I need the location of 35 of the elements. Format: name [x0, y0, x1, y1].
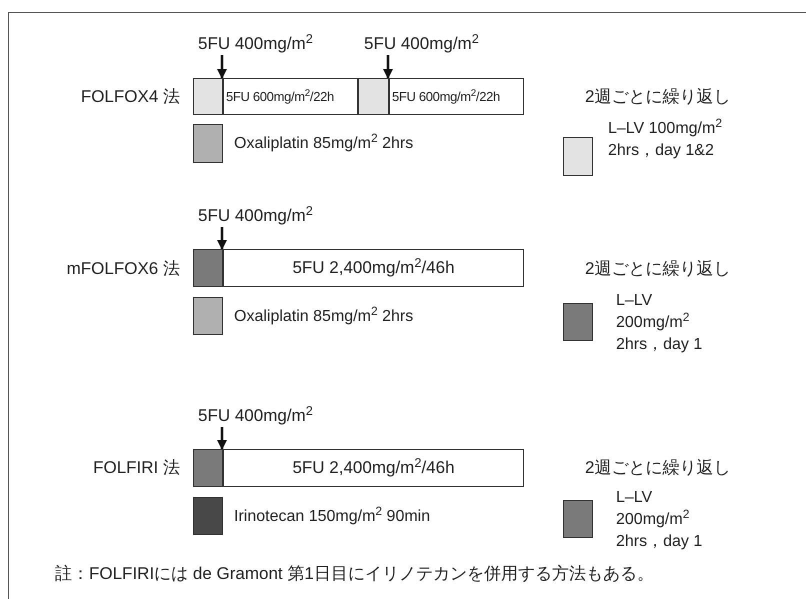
note-text: 2週ごとに繰り返し: [585, 258, 732, 280]
note-text: 註：FOLFIRIには de Gramont 第1日目にイリノテカンを併用する方法もある。: [55, 563, 655, 585]
drug-dose-text: L–LV 200mg/m$^{2}$ 2hrs，day 1: [616, 291, 704, 355]
drug-dose-text: Oxaliplatin 85mg/m$^{2}$ 2hrs: [234, 133, 414, 154]
dose-swatch-box: [193, 297, 223, 335]
drug-dose-text: L–LV 200mg/m$^{2}$ 2hrs，day 1: [616, 488, 704, 552]
arrow: [217, 227, 227, 250]
arrow: [217, 427, 227, 450]
bolus-dose-label: 5FU 400mg/m$^{2}$: [198, 33, 348, 55]
drug-dose-text: Oxaliplatin 85mg/m$^{2}$ 2hrs: [234, 306, 414, 327]
note-text: 2週ごとに繰り返し: [585, 86, 732, 108]
bolus-dose-label: 5FU 400mg/m$^{2}$: [364, 33, 514, 55]
drug-dose-text: L–LV 100mg/m$^{2}$ 2hrs，day 1&2: [608, 118, 724, 161]
dose-swatch-box: [563, 500, 593, 538]
dose-swatch-box: [563, 137, 593, 176]
infusion-bar: 5FU 600mg/m$^{2}$/22h: [223, 78, 358, 115]
note-text: 2週ごとに繰り返し: [585, 457, 732, 479]
dose-swatch-box: [193, 78, 223, 115]
dose-swatch-box: [193, 497, 223, 535]
dose-swatch-box: [193, 249, 223, 287]
infusion-bar: 5FU 2,400mg/m$^{2}$/46h: [223, 249, 524, 287]
dose-swatch-box: [193, 124, 223, 163]
infusion-bar: 5FU 2,400mg/m$^{2}$/46h: [223, 449, 524, 487]
arrow: [383, 55, 393, 79]
bolus-dose-label: 5FU 400mg/m$^{2}$: [198, 205, 348, 227]
drug-dose-text: Irinotecan 150mg/m$^{2}$ 90min: [234, 506, 432, 527]
regimen-label: FOLFOX4 法: [80, 86, 180, 108]
dose-swatch-box: [193, 449, 223, 487]
bolus-dose-label: 5FU 400mg/m$^{2}$: [198, 405, 348, 427]
dose-swatch-box: [358, 78, 389, 115]
infusion-bar: 5FU 600mg/m$^{2}$/22h: [389, 78, 524, 115]
arrow: [217, 55, 227, 79]
regimen-label: FOLFIRI 法: [92, 457, 180, 479]
dose-swatch-box: [563, 303, 593, 341]
regimen-label: mFOLFOX6 法: [66, 258, 180, 280]
